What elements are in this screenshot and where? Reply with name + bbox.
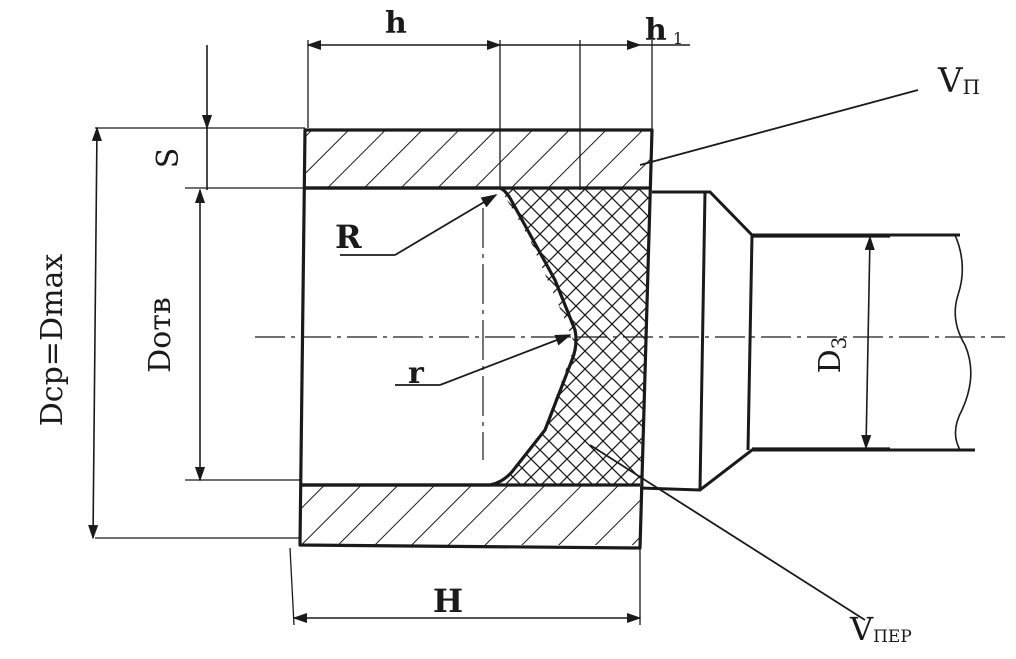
label-Dcp: Dср=Dmax bbox=[35, 254, 70, 427]
top-wall-hatch bbox=[305, 130, 650, 188]
billet-outline bbox=[298, 128, 654, 550]
label-H: H bbox=[433, 582, 463, 620]
label-h: h bbox=[385, 6, 407, 41]
leader-Vper bbox=[589, 444, 866, 621]
label-D3: D3 bbox=[813, 337, 851, 374]
leader-lines bbox=[340, 89, 919, 621]
punch-outline bbox=[639, 190, 975, 492]
label-R: R bbox=[335, 218, 362, 256]
label-Dotv: Dотв bbox=[143, 297, 178, 373]
label-vp: VП bbox=[937, 61, 980, 101]
dimension-lines bbox=[88, 39, 875, 624]
label-r: r bbox=[408, 356, 425, 391]
leader-Vp bbox=[639, 89, 919, 166]
label-S: S bbox=[151, 148, 186, 169]
dim-D3 bbox=[861, 235, 875, 450]
centerlines bbox=[255, 208, 1005, 460]
label-vper: VПЕР bbox=[849, 610, 912, 648]
dim-Dcp bbox=[88, 126, 102, 540]
bottom-wall-hatch bbox=[300, 485, 640, 545]
